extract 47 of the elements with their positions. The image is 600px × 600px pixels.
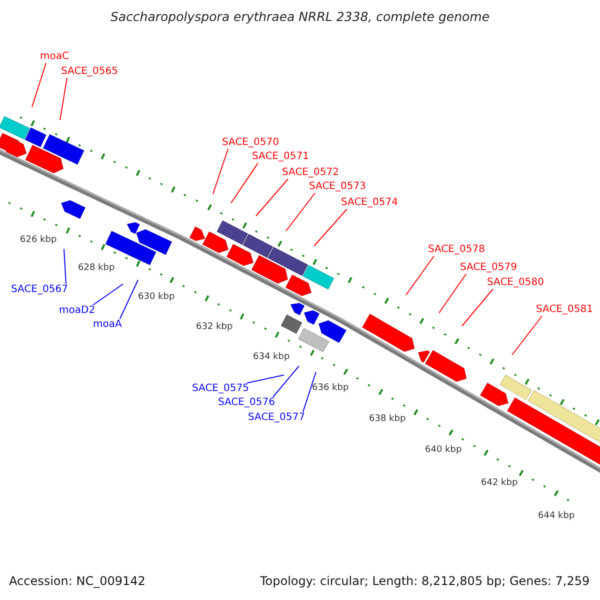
scale-label: 632 kbp	[196, 321, 233, 334]
gene-label: SACE_0571	[252, 150, 309, 164]
leader-line	[230, 162, 258, 204]
gene-label: SACE_0579	[460, 261, 517, 275]
gene-label: SACE_0581	[536, 303, 593, 317]
leader-line	[256, 178, 288, 216]
gene-label: SACE_0576	[218, 396, 275, 410]
leader-line	[32, 62, 46, 108]
leader-line	[119, 280, 138, 320]
scale-label: 640 kbp	[425, 444, 462, 457]
scale-label: 638 kbp	[369, 413, 406, 426]
gene-label: SACE_0575	[192, 382, 249, 396]
gene-label: moaD2	[59, 304, 96, 318]
scale-label: 644 kbp	[538, 510, 575, 523]
leader-line	[406, 256, 434, 296]
footer-text: Topology: circular; Length: 8,212,805 bp; Genes: 7,259	[260, 574, 590, 588]
scale-label: 626 kbp	[20, 234, 57, 247]
gene-label: moaA	[93, 318, 122, 332]
leader-line	[246, 374, 284, 384]
gene-label: SACE_0574	[341, 196, 398, 210]
gene-label: SACE_0580	[487, 276, 544, 290]
leader-line	[212, 148, 228, 194]
gene-label: SACE_0565	[61, 65, 118, 79]
leader-line	[438, 274, 466, 314]
gene-label: SACE_0570	[222, 136, 279, 150]
leader-line	[462, 288, 494, 326]
gene-label: SACE_0578	[428, 243, 485, 257]
gene-label: SACE_0572	[282, 166, 339, 180]
scale-label: 628 kbp	[78, 262, 115, 275]
leader-line	[64, 248, 66, 284]
gene-label: SACE_0573	[309, 180, 366, 194]
gene-label: SACE_0567	[11, 283, 68, 297]
scale-label: 630 kbp	[138, 291, 175, 304]
leader-line	[286, 192, 316, 232]
gene-label: SACE_0577	[248, 411, 305, 425]
leader-line	[314, 208, 348, 246]
gene-label: moaC	[40, 50, 69, 64]
scale-label: 636 kbp	[312, 382, 349, 395]
title: Saccharopolyspora erythraea NRRL 2338, complete genome	[109, 10, 491, 24]
leader-line	[92, 284, 124, 306]
footer-text: Accession: NC_009142	[9, 574, 146, 588]
leader-line	[302, 372, 316, 412]
leader-line	[512, 316, 542, 356]
scale-label: 634 kbp	[253, 351, 290, 364]
scale-label: 642 kbp	[481, 477, 518, 490]
leader-line	[272, 366, 300, 398]
leader-line	[60, 78, 68, 120]
